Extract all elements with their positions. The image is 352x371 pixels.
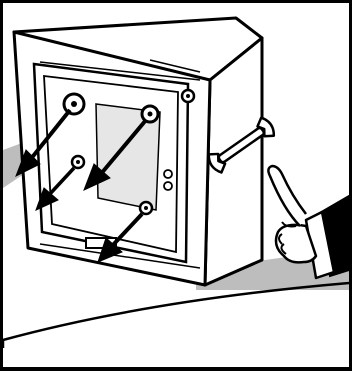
transit-bolt-bottom bbox=[140, 202, 152, 214]
transit-bolt-middle bbox=[72, 156, 84, 168]
hose-outlet-inner bbox=[186, 94, 190, 98]
